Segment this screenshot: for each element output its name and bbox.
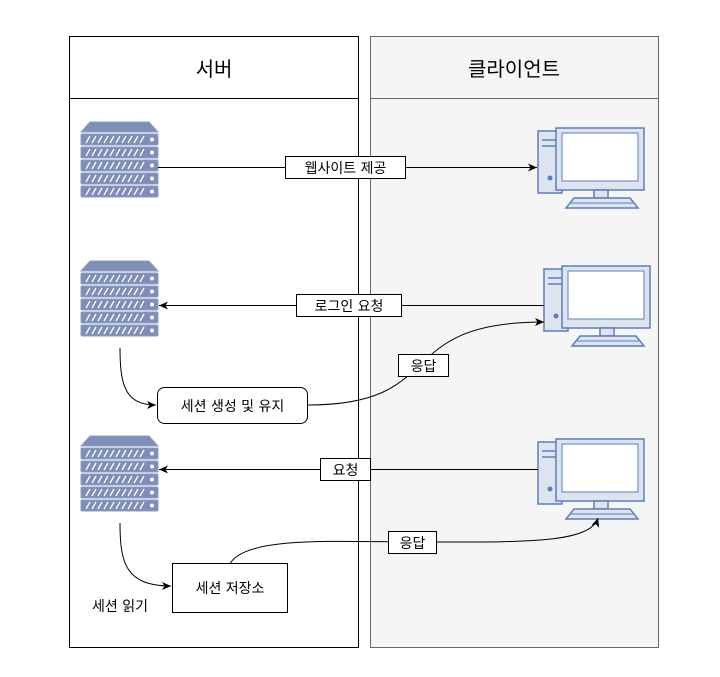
label-login-request: 로그인 요청 xyxy=(296,294,402,317)
arrow-to-session-create xyxy=(119,347,157,409)
svg-text:요청: 요청 xyxy=(333,463,359,479)
svg-text:세션 생성 및 유지: 세션 생성 및 유지 xyxy=(181,399,285,415)
client-lane-title: 클라이언트 xyxy=(468,57,560,81)
server-lane-title: 서버 xyxy=(196,57,233,81)
session-create-box: 세션 생성 및 유지 xyxy=(157,387,308,424)
read-session-label: 세션 읽기 xyxy=(92,599,148,615)
label-request: 요청 xyxy=(320,458,371,481)
label-response-1: 응답 xyxy=(398,354,449,377)
label-provide-website: 웹사이트 제공 xyxy=(285,156,406,179)
svg-text:응답: 응답 xyxy=(400,536,426,552)
label-response-2: 응답 xyxy=(388,531,437,554)
session-store-box: 세션 저장소 xyxy=(172,563,288,613)
svg-text:세션 저장소: 세션 저장소 xyxy=(196,581,265,597)
svg-text:웹사이트 제공: 웹사이트 제공 xyxy=(305,161,387,177)
arrow-to-session-store xyxy=(119,522,172,590)
svg-text:응답: 응답 xyxy=(411,359,437,375)
svg-text:로그인 요청: 로그인 요청 xyxy=(315,299,384,315)
